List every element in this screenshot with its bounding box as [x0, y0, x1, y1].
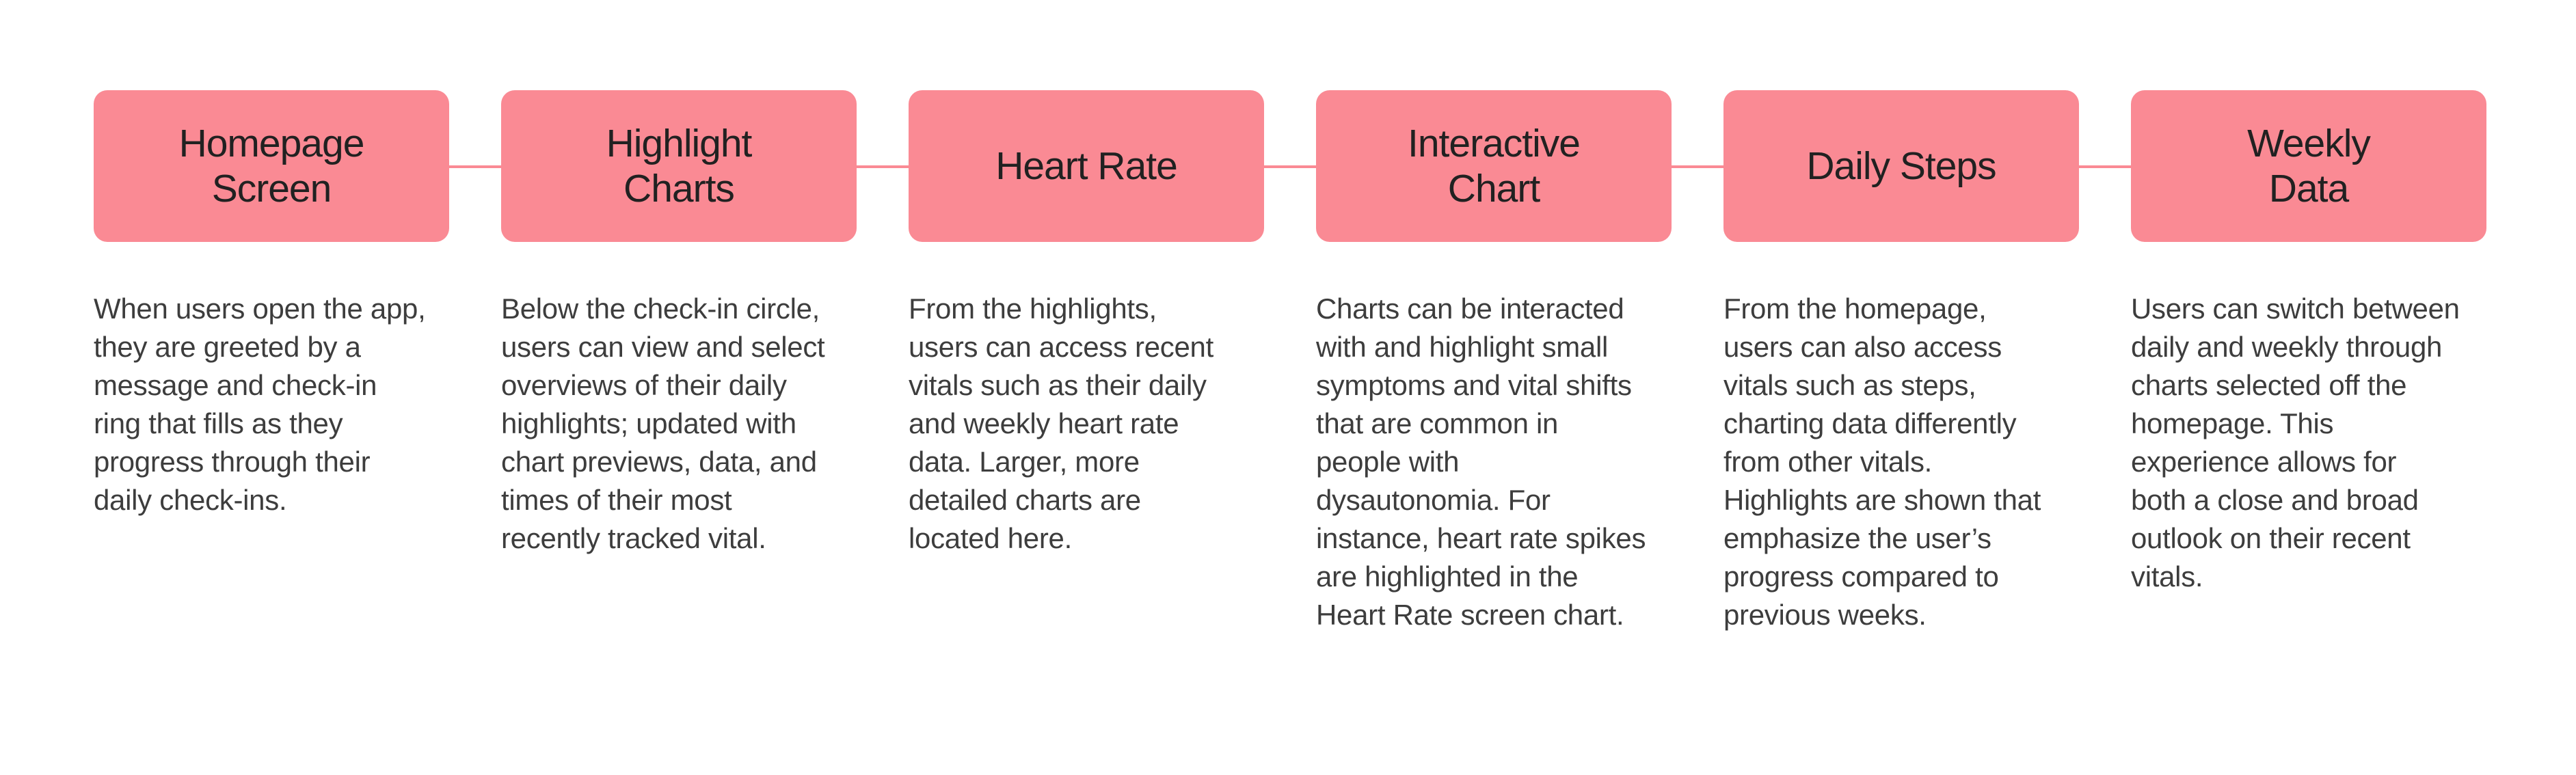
flow-node-highlight-charts[interactable]: Highlight Charts	[501, 90, 857, 242]
flow-node-title: Interactive Chart	[1408, 122, 1581, 210]
flow-node-title: Highlight Charts	[606, 122, 753, 210]
connector-line	[448, 165, 502, 168]
flow-node-weekly-data[interactable]: Weekly Data	[2131, 90, 2486, 242]
flow-node-title: Weekly Data	[2247, 122, 2371, 210]
flow-step-description: Charts can be interacted with and highli…	[1316, 293, 1646, 631]
connector-line	[1263, 165, 1317, 168]
flow-step-description: From the highlights, users can access re…	[909, 293, 1213, 554]
flow-step-highlight-charts: Highlight Charts Below the check-in circ…	[448, 90, 857, 634]
connector-line	[1671, 165, 1724, 168]
flow-node-heart-rate[interactable]: Heart Rate	[909, 90, 1264, 242]
flow-node-daily-steps[interactable]: Daily Steps	[1723, 90, 2079, 242]
flow-step-description: Below the check-in circle, users can vie…	[501, 293, 825, 554]
flow-node-interactive-chart[interactable]: Interactive Chart	[1316, 90, 1672, 242]
flow-step-description: When users open the app, they are greete…	[94, 293, 426, 516]
flow-step-heart-rate: Heart Rate From the highlights, users ca…	[856, 90, 1264, 634]
flow-step-description: From the homepage, users can also access…	[1723, 293, 2041, 631]
flow-step-daily-steps: Daily Steps From the homepage, users can…	[1671, 90, 2079, 634]
flow-step-interactive-chart: Interactive Chart Charts can be interact…	[1263, 90, 1672, 634]
connector-line	[856, 165, 909, 168]
flow-node-title: Homepage Screen	[178, 122, 365, 210]
connector-line	[2078, 165, 2132, 168]
flow-step-homepage-screen: Homepage Screen When users open the app,…	[94, 90, 449, 634]
flow-node-title: Heart Rate	[995, 144, 1178, 188]
flow-step-description: Users can switch between daily and weekl…	[2131, 293, 2460, 593]
flow-node-title: Daily Steps	[1806, 144, 1996, 188]
flow-step-weekly-data: Weekly Data Users can switch between dai…	[2078, 90, 2486, 634]
flow-node-homepage-screen[interactable]: Homepage Screen	[94, 90, 449, 242]
flow-diagram: Homepage Screen When users open the app,…	[94, 90, 2486, 634]
